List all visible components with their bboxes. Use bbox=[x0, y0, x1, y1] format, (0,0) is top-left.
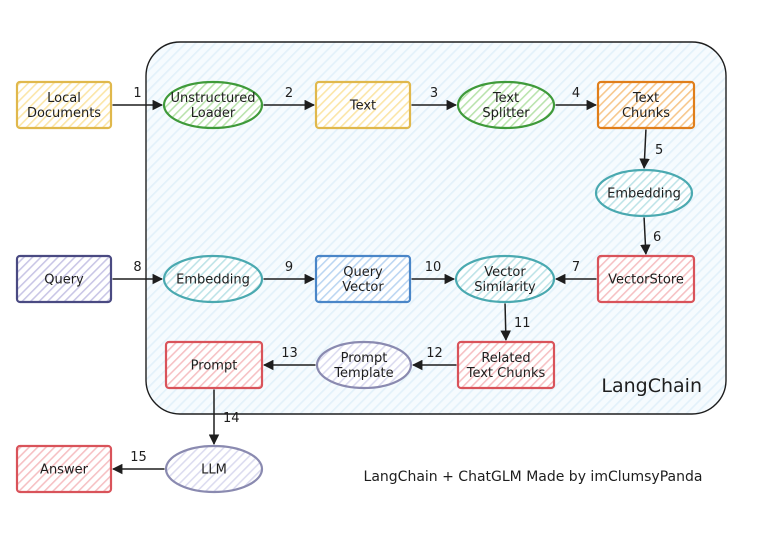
node-text-splitter bbox=[456, 80, 556, 130]
credit-text: LangChain + ChatGLM Made by imClumsyPand… bbox=[364, 469, 703, 485]
edge-label-4: 4 bbox=[572, 86, 580, 101]
prompt-template-label: Prompt bbox=[341, 351, 388, 366]
node-related-text-chunks bbox=[456, 340, 556, 390]
edge-label-14: 14 bbox=[223, 411, 240, 426]
query-vector-box bbox=[314, 254, 412, 304]
text-chunks-label: Chunks bbox=[622, 106, 670, 121]
node-vector-store bbox=[596, 254, 696, 304]
text-label: Text bbox=[349, 99, 376, 114]
edge-6 bbox=[640, 217, 651, 256]
vector-similarity-label: Similarity bbox=[474, 280, 536, 295]
node-answer bbox=[15, 444, 113, 494]
query-vector-label: Vector bbox=[342, 280, 384, 295]
node-unstructured-loader bbox=[162, 80, 264, 130]
prompt-template-label: Template bbox=[333, 366, 393, 381]
prompt-template-ellipse bbox=[315, 340, 413, 390]
vector-similarity-label: Vector bbox=[484, 265, 526, 280]
edge-label-2: 2 bbox=[285, 86, 293, 101]
node-vector-similarity bbox=[454, 254, 556, 304]
edge-label-8: 8 bbox=[133, 260, 141, 275]
unstructured-loader-label: Loader bbox=[191, 106, 236, 121]
vector-store-label: VectorStore bbox=[608, 273, 684, 288]
edge-label-15: 15 bbox=[130, 450, 147, 465]
prompt-label: Prompt bbox=[191, 359, 238, 374]
node-prompt-template bbox=[315, 340, 413, 390]
local-documents-box bbox=[15, 80, 113, 130]
edge-label-12: 12 bbox=[426, 346, 443, 361]
edge-label-6: 6 bbox=[653, 230, 661, 245]
edge-label-13: 13 bbox=[281, 346, 298, 361]
node-query bbox=[15, 254, 113, 304]
query-vector-label: Query bbox=[343, 265, 383, 280]
local-documents-label: Local bbox=[47, 91, 81, 106]
llm-ellipse bbox=[164, 444, 264, 494]
node-query-vector bbox=[314, 254, 412, 304]
prompt-box bbox=[164, 340, 264, 390]
text-box bbox=[314, 80, 412, 130]
local-documents-label: Documents bbox=[27, 106, 101, 121]
vector-store-box bbox=[596, 254, 696, 304]
edge-label-10: 10 bbox=[425, 260, 442, 275]
embedding-mid-label: Embedding bbox=[176, 273, 250, 288]
unstructured-loader-ellipse bbox=[162, 80, 264, 130]
node-llm bbox=[164, 444, 264, 494]
node-local-documents bbox=[15, 80, 113, 130]
vector-similarity-ellipse bbox=[454, 254, 556, 304]
edge-5 bbox=[639, 129, 650, 170]
text-chunks-box bbox=[596, 80, 696, 130]
edge-label-1: 1 bbox=[133, 86, 141, 101]
node-text bbox=[314, 80, 412, 130]
edge-label-7: 7 bbox=[572, 260, 580, 275]
embedding-top-label: Embedding bbox=[607, 187, 681, 202]
related-text-chunks-label: Text Chunks bbox=[466, 366, 546, 381]
container-label: LangChain bbox=[601, 375, 702, 397]
answer-box bbox=[15, 444, 113, 494]
edge-label-9: 9 bbox=[285, 260, 293, 275]
node-embedding-top bbox=[594, 168, 694, 218]
unstructured-loader-label: Unstructured bbox=[170, 91, 255, 106]
embedding-mid-ellipse bbox=[162, 254, 264, 304]
edge-label-3: 3 bbox=[430, 86, 438, 101]
query-label: Query bbox=[44, 273, 84, 288]
embedding-top-ellipse bbox=[594, 168, 694, 218]
node-embedding-mid bbox=[162, 254, 264, 304]
node-text-chunks bbox=[596, 80, 696, 130]
text-splitter-ellipse bbox=[456, 80, 556, 130]
related-text-chunks-box bbox=[456, 340, 556, 390]
edge-11 bbox=[500, 303, 511, 342]
answer-label: Answer bbox=[40, 463, 89, 478]
edge-label-11: 11 bbox=[514, 316, 531, 331]
langchain-container bbox=[145, 41, 727, 415]
query-box bbox=[15, 254, 113, 304]
text-splitter-label: Splitter bbox=[482, 106, 530, 121]
text-splitter-label: Text bbox=[492, 91, 519, 106]
edge-label-5: 5 bbox=[655, 143, 663, 158]
node-prompt bbox=[164, 340, 264, 390]
related-text-chunks-label: Related bbox=[481, 351, 530, 366]
llm-label: LLM bbox=[201, 463, 227, 478]
text-chunks-label: Text bbox=[632, 91, 659, 106]
